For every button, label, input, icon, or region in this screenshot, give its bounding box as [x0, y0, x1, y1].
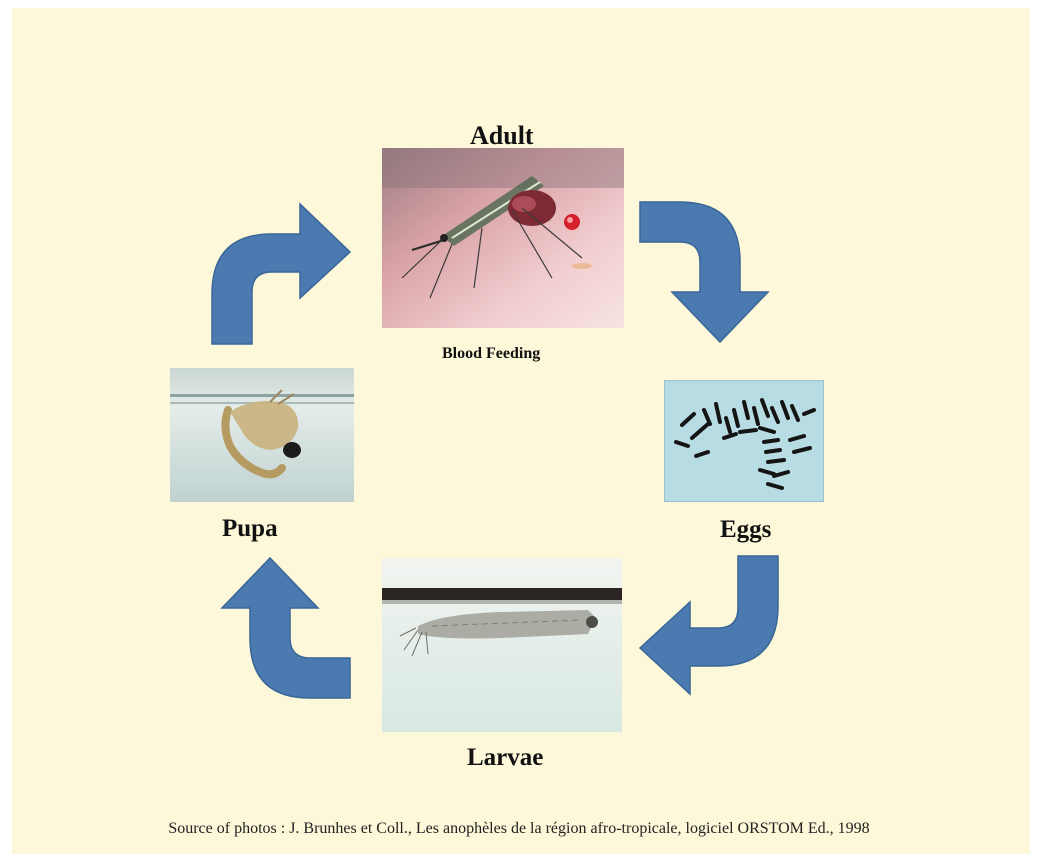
larvae-label: Larvae — [467, 744, 543, 772]
pupa-label: Pupa — [222, 515, 278, 543]
arrow-adult-to-eggs-icon — [636, 198, 782, 348]
adult-sublabel: Blood Feeding — [442, 345, 540, 363]
adult-photo — [382, 148, 624, 328]
source-caption: Source of photos : J. Brunhes et Coll., … — [0, 820, 1038, 838]
larvae-photo — [382, 558, 622, 732]
pupa-photo — [170, 368, 354, 502]
arrow-eggs-to-larvae-icon — [636, 552, 782, 702]
eggs-photo — [664, 380, 824, 502]
arrow-larvae-to-pupa-icon — [208, 552, 354, 702]
adult-label: Adult — [470, 121, 534, 151]
arrow-pupa-to-adult-icon — [208, 198, 354, 348]
eggs-label: Eggs — [720, 516, 771, 544]
